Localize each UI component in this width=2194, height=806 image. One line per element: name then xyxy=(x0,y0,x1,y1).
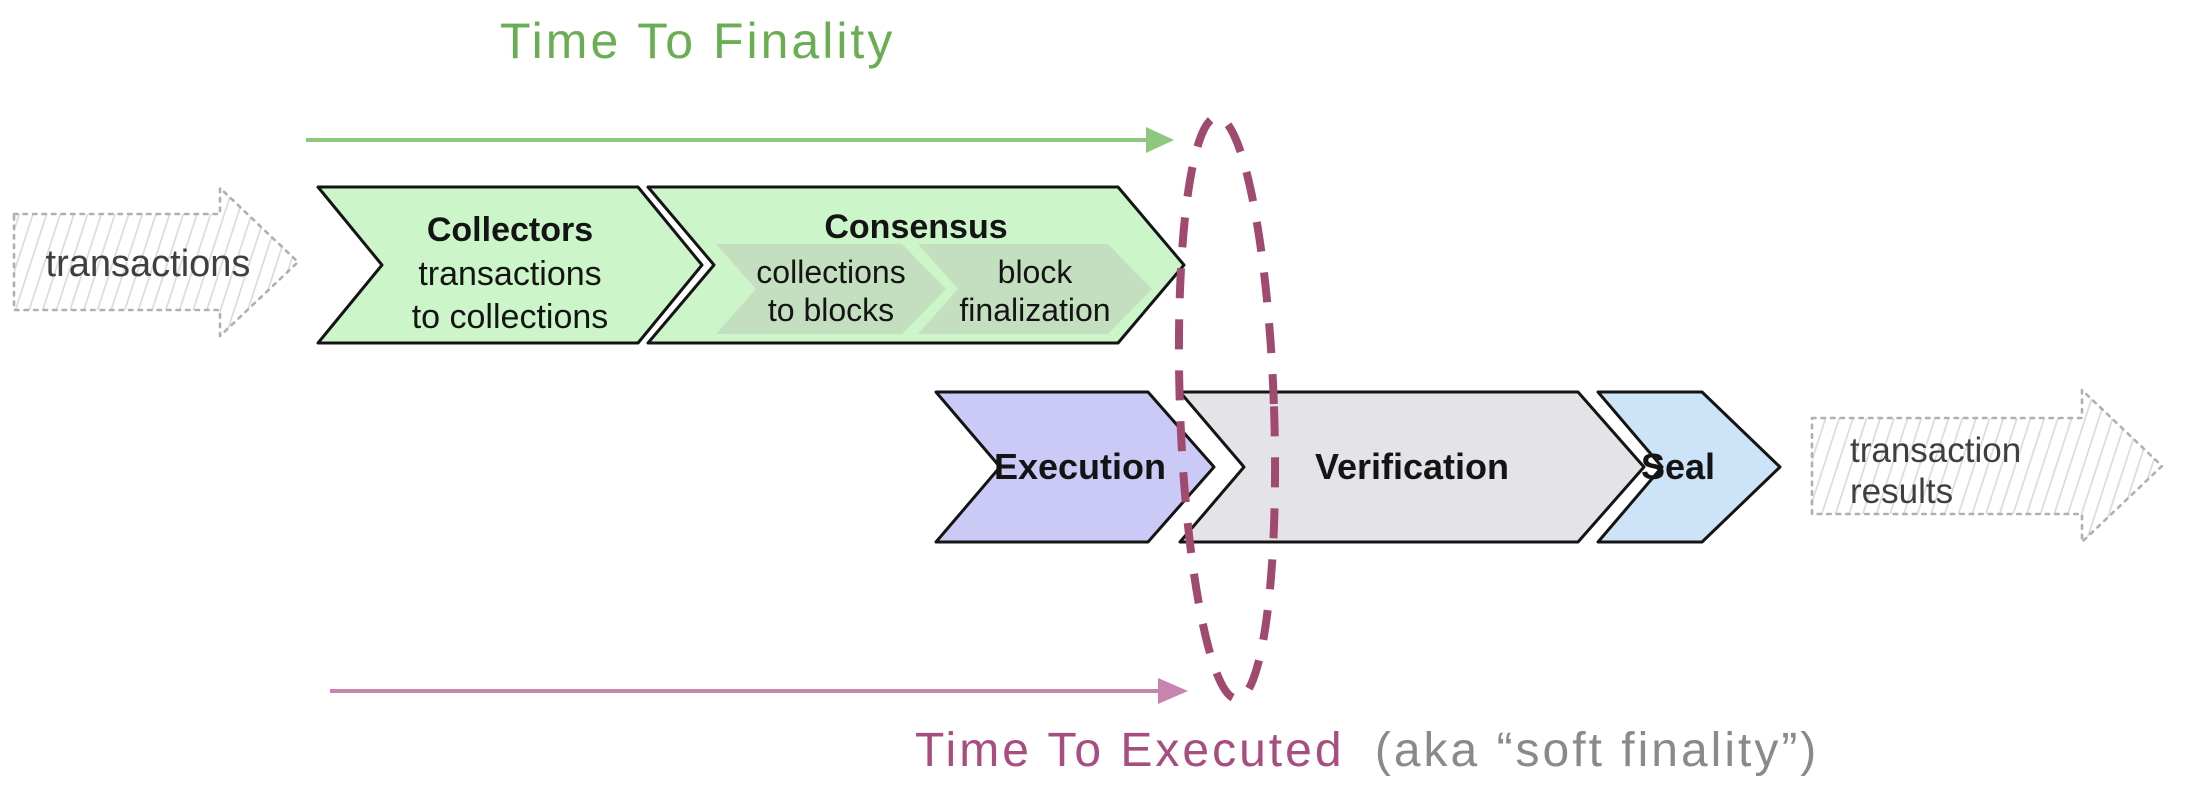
execution-chevron xyxy=(934,390,1216,544)
collectors-desc-line2: to collections xyxy=(412,298,609,336)
soft-finality-suffix: (aka “soft finality”) xyxy=(1375,724,1819,777)
consensus-substage-collections-to-blocks xyxy=(716,244,946,334)
substage1-line2: to blocks xyxy=(768,292,894,328)
finality-arrowhead-icon xyxy=(1146,127,1174,153)
output-label-line2: results xyxy=(1850,472,1953,511)
collectors-title: Collectors xyxy=(427,211,593,249)
verification-chevron xyxy=(1178,390,1646,544)
time-to-executed-label: Time To Executed xyxy=(915,724,1345,777)
consensus-title: Consensus xyxy=(824,208,1007,246)
seal-title: Seal xyxy=(1641,446,1715,487)
executed-arrowhead-icon xyxy=(1158,678,1188,704)
output-label-line1: transaction xyxy=(1850,431,2021,470)
substage2-line1: block xyxy=(998,254,1074,290)
substage2-line2: finalization xyxy=(959,292,1110,328)
collectors-desc-line1: transactions xyxy=(418,255,601,293)
transactions-input-label: transactions xyxy=(46,243,251,285)
transaction-results-output-arrow-icon xyxy=(1810,388,2164,544)
collectors-chevron xyxy=(316,185,704,345)
time-to-finality-title: Time To Finality xyxy=(500,13,895,69)
time-to-executed-title: Time To Executed (aka “soft finality”) xyxy=(915,724,1819,777)
soft-finality-ellipse xyxy=(1174,113,1280,703)
substage1-line1: collections xyxy=(756,254,905,290)
consensus-substage-block-finalization xyxy=(918,244,1152,334)
seal-chevron xyxy=(1596,390,1782,544)
verification-title: Verification xyxy=(1315,446,1509,487)
transactions-input-arrow-icon xyxy=(12,186,300,338)
execution-title: Execution xyxy=(994,446,1166,487)
